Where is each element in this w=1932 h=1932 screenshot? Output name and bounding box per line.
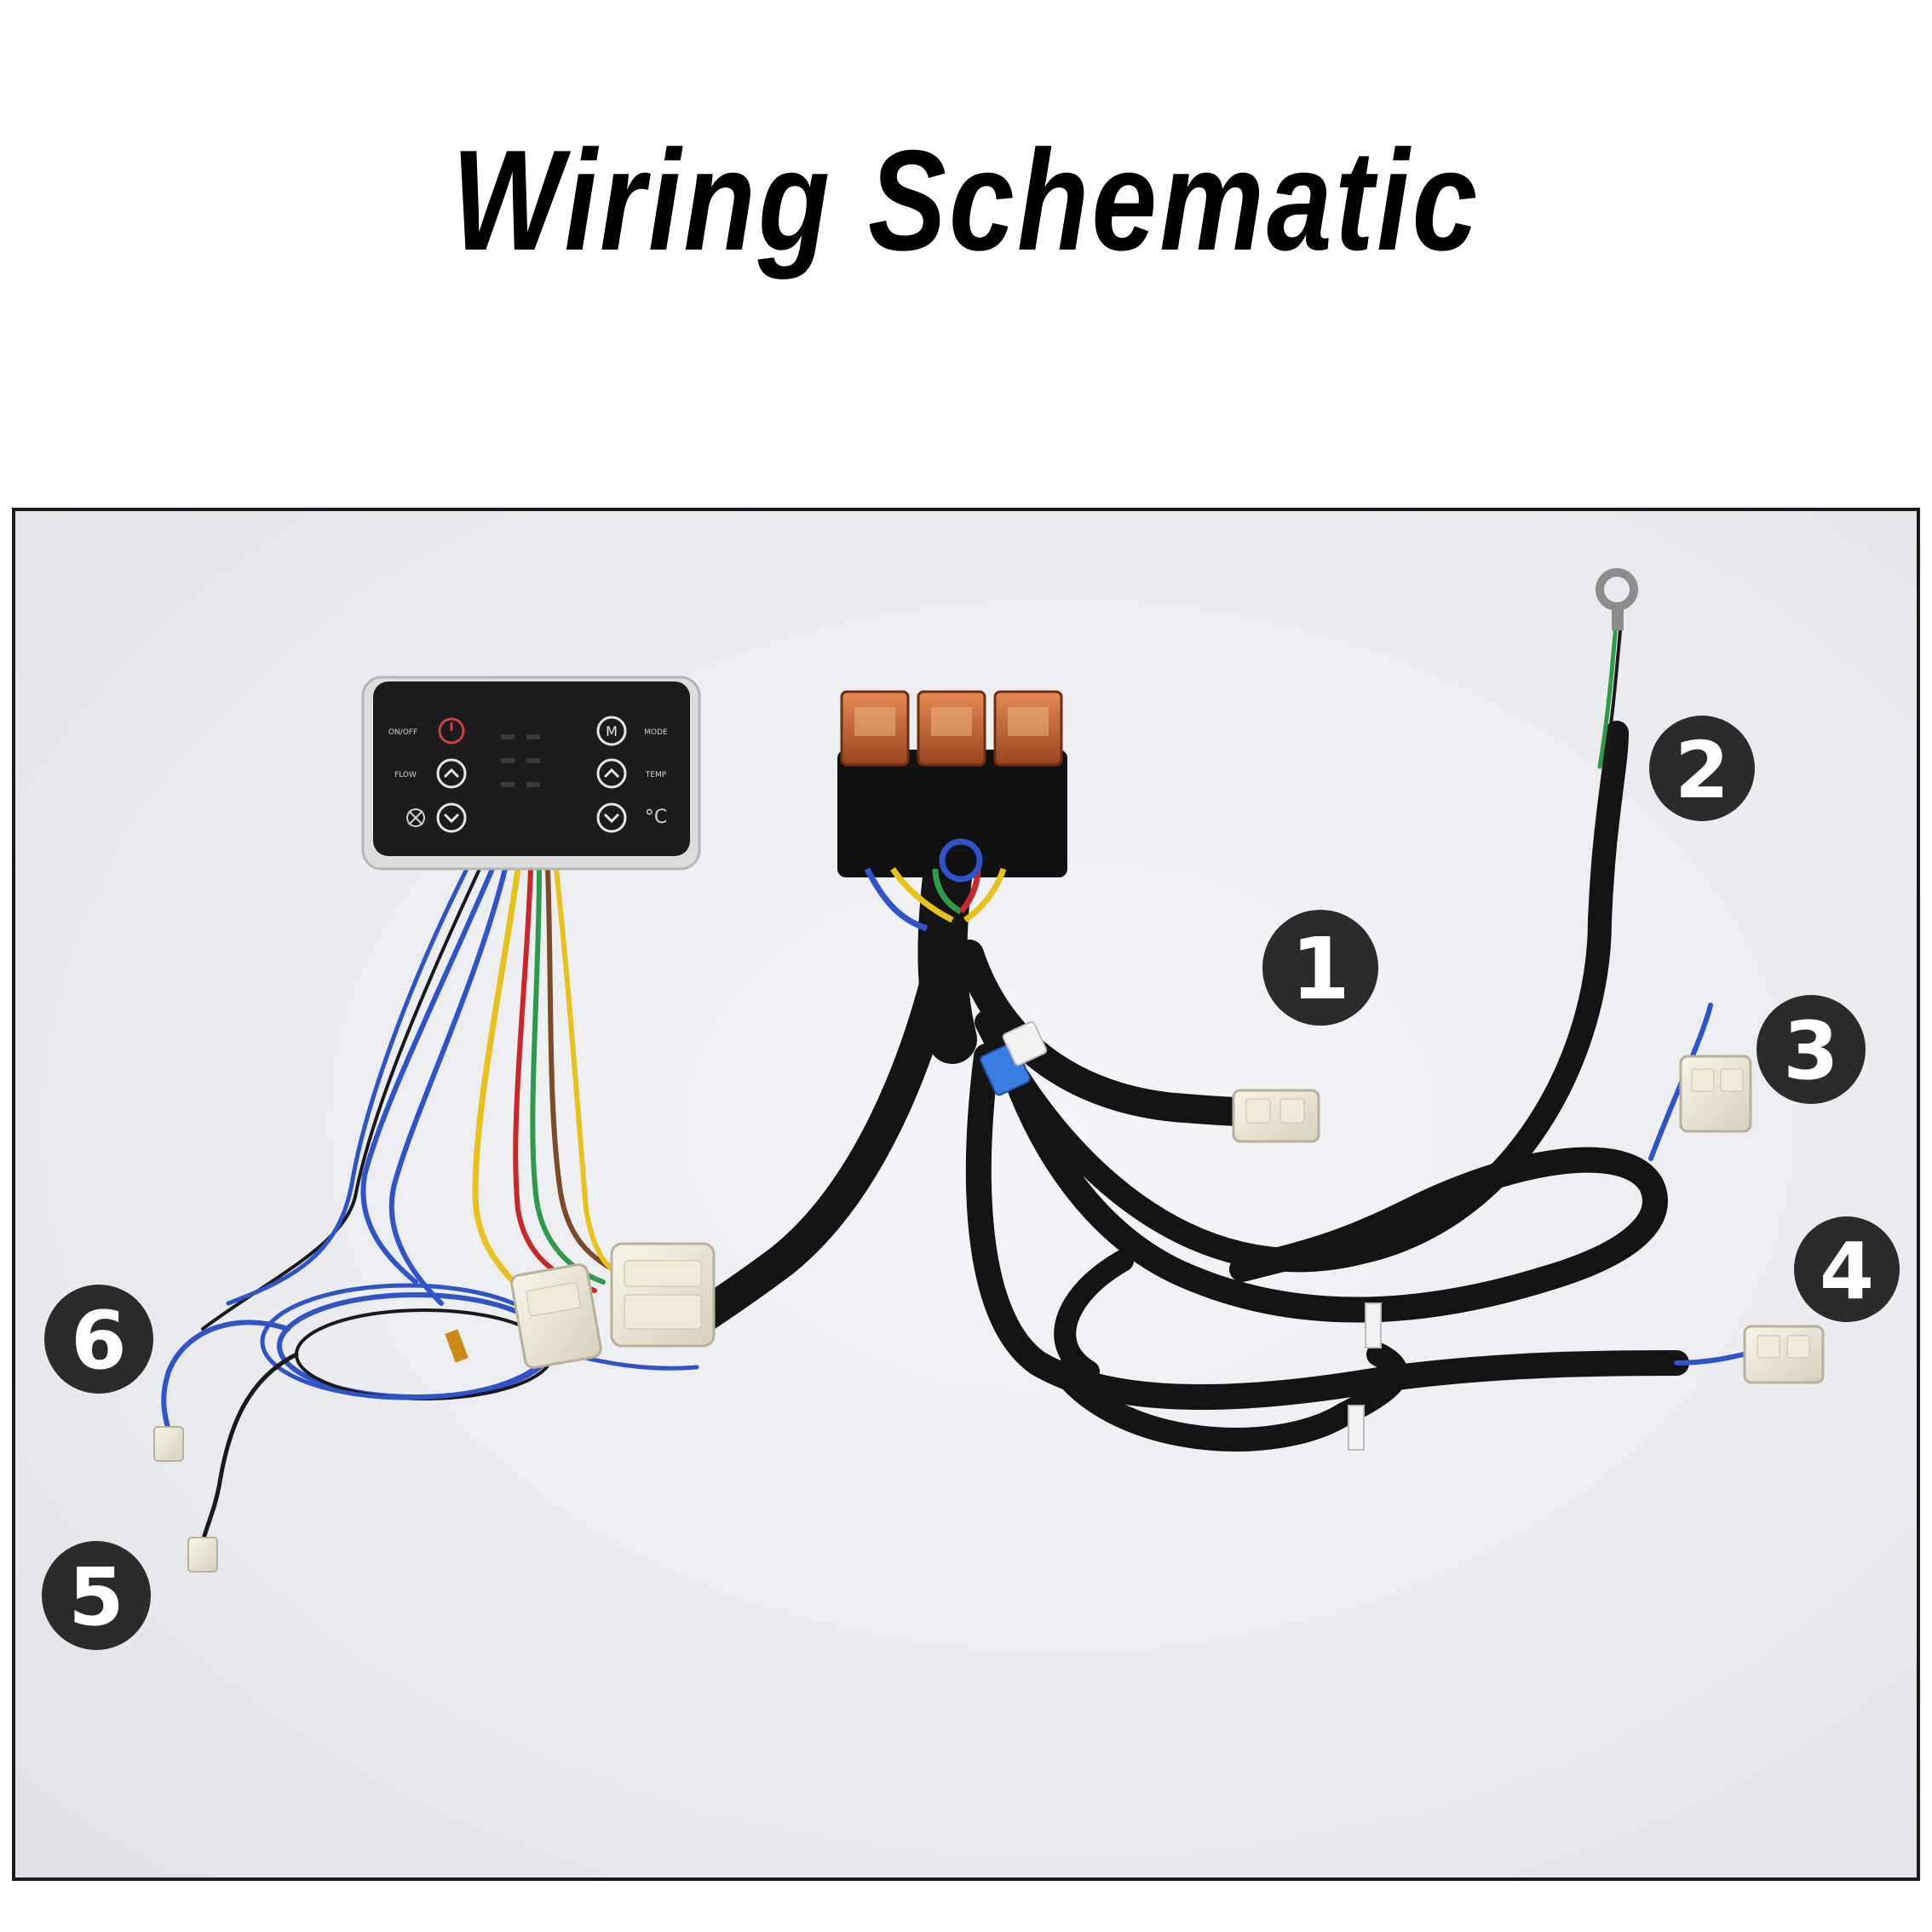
callout-1: 1 xyxy=(1262,910,1378,1026)
chevron-up-icon xyxy=(596,758,627,789)
callout-6: 6 xyxy=(44,1285,153,1394)
button-label-flow: FLOW xyxy=(394,771,417,779)
page-title: Wiring Schematic xyxy=(451,120,1481,280)
callout-5: 5 xyxy=(42,1541,151,1650)
panel-wire-bundle xyxy=(201,865,648,1331)
cable-tie xyxy=(1365,1302,1382,1348)
connector-4 xyxy=(1743,1325,1825,1384)
fuse-holder xyxy=(1002,1021,1048,1067)
power-icon xyxy=(438,717,465,745)
harness-drawing: M ON/OFF MODE FLOW TEMP °C xyxy=(42,568,1900,1650)
connector-panel-main xyxy=(610,1242,716,1348)
connector-3 xyxy=(1679,1055,1752,1133)
svg-text:4: 4 xyxy=(1820,1226,1874,1317)
svg-text:1: 1 xyxy=(1291,919,1350,1019)
connector-5 xyxy=(187,1537,218,1573)
svg-text:6: 6 xyxy=(71,1295,126,1388)
temp-unit-label: °C xyxy=(645,807,667,828)
chevron-up-icon xyxy=(436,758,467,789)
chevron-down-icon xyxy=(596,802,627,833)
callout-2: 2 xyxy=(1649,716,1755,821)
chevron-down-icon xyxy=(436,802,467,833)
wiring-harness-photo: M ON/OFF MODE FLOW TEMP °C xyxy=(12,508,1920,1881)
svg-text:2: 2 xyxy=(1675,725,1729,816)
callout-4: 4 xyxy=(1794,1216,1900,1322)
relay-block xyxy=(837,690,1067,932)
callout-3: 3 xyxy=(1757,995,1866,1104)
ring-terminal xyxy=(1596,568,1638,630)
connector-1 xyxy=(1232,1089,1320,1143)
connector-6 xyxy=(153,1426,184,1462)
fan-icon xyxy=(406,808,425,827)
cable-tie xyxy=(1348,1405,1365,1451)
control-panel: M ON/OFF MODE FLOW TEMP °C xyxy=(361,676,701,871)
svg-text:5: 5 xyxy=(68,1551,124,1644)
svg-text:M: M xyxy=(606,723,618,739)
connector-panel-aux xyxy=(510,1263,602,1369)
main-harness xyxy=(680,721,1689,1452)
button-label-onoff: ON/OFF xyxy=(388,728,417,737)
svg-text:3: 3 xyxy=(1783,1005,1838,1098)
button-label-mode: MODE xyxy=(644,728,668,737)
mode-icon xyxy=(596,716,627,746)
button-label-temp: TEMP xyxy=(645,771,667,779)
